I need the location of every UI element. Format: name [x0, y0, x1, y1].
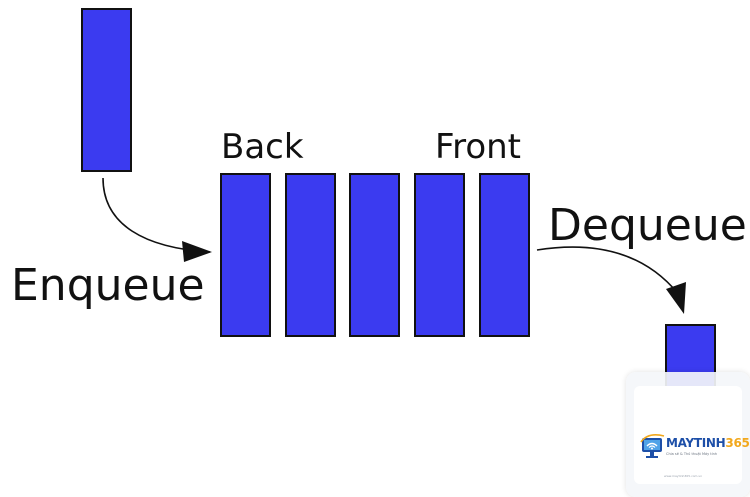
back-label: Back — [221, 127, 304, 167]
dequeue-label: Dequeue — [548, 200, 747, 251]
queue-element-front — [479, 173, 530, 337]
enqueue-label: Enqueue — [11, 260, 205, 311]
brand-url: www.maytinh365.com.vn — [664, 474, 703, 478]
brand-tagline: Chia sẻ & Thủ thuật Máy tính — [666, 452, 718, 456]
brand-name: MAYTINH365 — [666, 436, 750, 450]
brand-name-main: MAYTINH — [666, 436, 726, 450]
incoming-element — [81, 8, 132, 172]
watermark-logo: MAYTINH365 Chia sẻ & Thủ thuật Máy tính … — [626, 372, 750, 497]
brand-name-accent: 365 — [725, 436, 750, 450]
queue-element — [414, 173, 465, 337]
queue-element-back — [220, 173, 271, 337]
watermark-logo-panel: MAYTINH365 Chia sẻ & Thủ thuật Máy tính … — [634, 386, 750, 484]
dequeue-arrow — [536, 246, 684, 301]
monitor-wifi-icon — [640, 434, 665, 458]
queue-element — [285, 173, 336, 337]
queue-element — [349, 173, 400, 337]
enqueue-arrow — [102, 177, 211, 253]
enqueue-arrowhead — [182, 241, 212, 262]
dequeue-arrowhead — [666, 282, 686, 314]
front-label: Front — [435, 127, 521, 167]
